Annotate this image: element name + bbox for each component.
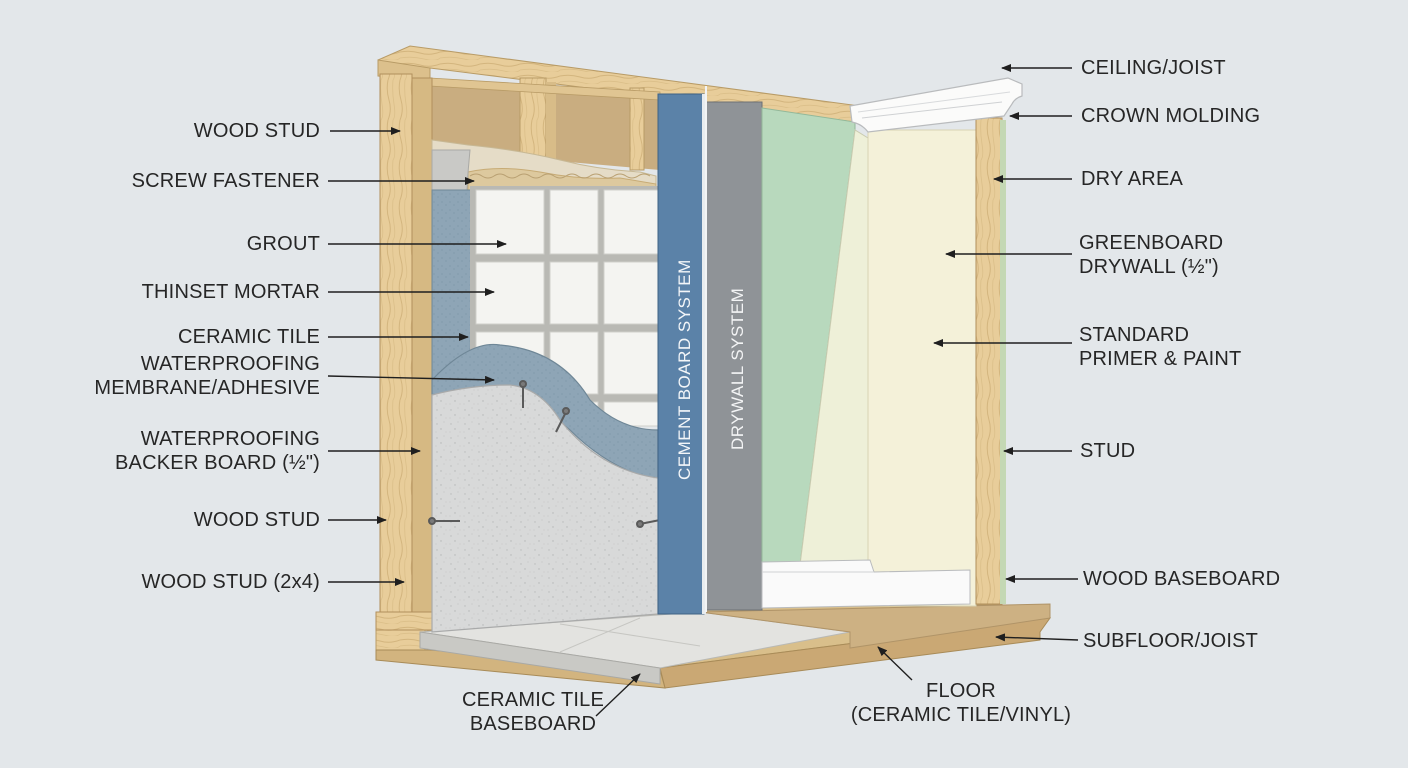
callout-waterproofing-membrane: WATERPROOFING MEMBRANE/ADHESIVE — [80, 352, 320, 400]
callout-line: WATERPROOFING — [140, 353, 320, 375]
painted-wall — [867, 129, 977, 607]
callout-line: DRYWALL (½") — [1079, 256, 1219, 278]
callout-line: CERAMIC TILE — [461, 689, 605, 711]
callout-line: CERAMIC TILE — [177, 326, 320, 348]
system-labels: CEMENT BOARD SYSTEM DRYWALL SYSTEM — [675, 259, 747, 480]
callout-ceramic-tile: CERAMIC TILE — [100, 325, 320, 349]
callout-line: BACKER BOARD (½") — [115, 452, 320, 474]
right-stud — [975, 117, 1006, 605]
callout-arrows — [327, 64, 1079, 717]
callout-line: WOOD STUD — [193, 120, 320, 142]
callout-wood-stud-2x4: WOOD STUD (2x4) — [100, 570, 320, 594]
drywall-band — [705, 86, 763, 612]
cement-board-system-label: CEMENT BOARD SYSTEM — [675, 259, 694, 480]
callout-grout: GROUT — [120, 232, 320, 256]
greenboard-panel — [761, 107, 869, 601]
callout-wood-baseboard: WOOD BASEBOARD — [1083, 567, 1343, 591]
callout-line: FLOOR — [926, 680, 996, 702]
baseboard-shape — [761, 559, 971, 609]
crown-molding-shape — [849, 77, 1023, 133]
callout-line: SCREW FASTENER — [131, 170, 320, 192]
callout-subfloor-joist: SUBFLOOR/JOIST — [1083, 629, 1343, 653]
callout-screw-fastener: SCREW FASTENER — [100, 169, 320, 193]
callout-floor: FLOOR (CERAMIC TILE/VINYL) — [816, 679, 1106, 727]
callout-line: GROUT — [246, 233, 320, 255]
callout-line: CEILING/JOIST — [1081, 57, 1226, 79]
callout-line: CROWN MOLDING — [1081, 105, 1261, 127]
callout-ceiling-joist: CEILING/JOIST — [1081, 56, 1341, 80]
callout-dry-area: DRY AREA — [1081, 167, 1341, 191]
cement-backer-board — [428, 380, 661, 633]
callout-line: WATERPROOFING — [140, 428, 320, 450]
callout-ceramic-tile-baseboard: CERAMIC TILE BASEBOARD — [418, 688, 648, 736]
callout-standard-primer-paint: STANDARD PRIMER & PAINT — [1079, 323, 1339, 371]
callout-line: DRY AREA — [1081, 168, 1184, 190]
callout-line: BASEBOARD — [469, 713, 597, 735]
left-corner-stud — [375, 73, 433, 631]
callout-line: STANDARD — [1079, 324, 1190, 346]
callout-line: PRIMER & PAINT — [1079, 348, 1242, 370]
drywall-system-label: DRYWALL SYSTEM — [728, 288, 747, 450]
callout-line: WOOD STUD — [193, 509, 320, 531]
callout-line: (CERAMIC TILE/VINYL) — [850, 704, 1072, 726]
callout-line: THINSET MORTAR — [141, 281, 320, 303]
callout-crown-molding: CROWN MOLDING — [1081, 104, 1341, 128]
callout-waterproofing-backer-board: WATERPROOFING BACKER BOARD (½") — [80, 427, 320, 475]
callout-greenboard-drywall: GREENBOARD DRYWALL (½") — [1079, 231, 1339, 279]
callout-line: SUBFLOOR/JOIST — [1083, 630, 1259, 652]
callout-stud: STUD — [1080, 439, 1340, 463]
callout-line: MEMBRANE/ADHESIVE — [94, 377, 320, 399]
callout-line: GREENBOARD — [1079, 232, 1224, 254]
callout-thinset-mortar: THINSET MORTAR — [100, 280, 320, 304]
callout-line: STUD — [1080, 440, 1136, 462]
callout-line: WOOD BASEBOARD — [1083, 568, 1281, 590]
cement-board-band — [657, 93, 706, 615]
screw-fasteners — [428, 380, 661, 528]
callout-wood-stud-top: WOOD STUD — [120, 119, 320, 143]
callout-line: WOOD STUD (2x4) — [141, 571, 320, 593]
callout-wood-stud-mid: WOOD STUD — [120, 508, 320, 532]
